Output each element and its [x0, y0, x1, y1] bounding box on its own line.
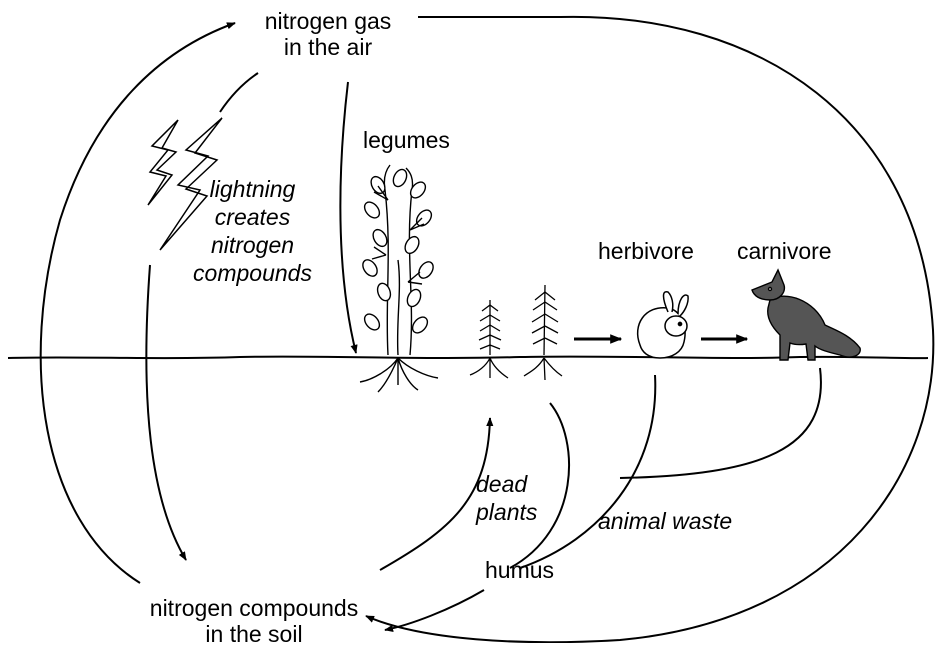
- humus-label: humus: [485, 557, 554, 583]
- lightning-label: lightning creates nitrogen compounds: [165, 175, 340, 287]
- grass-plant-icon: [470, 300, 508, 378]
- nitrogen-gas-line-2: in the air: [238, 34, 418, 60]
- humus-to-soil-arrow: [385, 590, 484, 630]
- soil-to-plants-arrow: [380, 418, 490, 570]
- grass-plant-icon: [524, 285, 562, 380]
- soil-line-2: in the soil: [132, 621, 376, 647]
- fox-icon: [752, 270, 860, 360]
- herbivore-waste-line: [520, 375, 655, 568]
- herbivore-label: herbivore: [598, 238, 694, 264]
- gas-to-lightning-line: [220, 73, 258, 112]
- lightning-line-1: lightning: [165, 175, 340, 203]
- gas-to-legumes-arrow: [340, 82, 356, 353]
- nitrogen-gas-label: nitrogen gas in the air: [238, 8, 418, 60]
- animal-waste-label: animal waste: [598, 508, 732, 534]
- nitrogen-compounds-soil-label: nitrogen compounds in the soil: [132, 595, 376, 647]
- soil-to-gas-arrow: [41, 23, 235, 583]
- nitrogen-gas-line-1: nitrogen gas: [238, 8, 418, 34]
- lightning-line-3: nitrogen: [165, 231, 340, 259]
- soil-line-1: nitrogen compounds: [132, 595, 376, 621]
- lightning-to-soil-arrow: [146, 265, 186, 560]
- rabbit-icon: [638, 292, 688, 358]
- lightning-line-2: creates: [165, 203, 340, 231]
- lightning-line-4: compounds: [165, 259, 340, 287]
- carnivore-waste-line: [620, 368, 821, 478]
- dead-plants-line-2: plants: [476, 498, 537, 526]
- dead-plants-label: dead plants: [476, 470, 537, 526]
- legumes-label: legumes: [363, 127, 450, 153]
- dead-plants-line-1: dead: [476, 470, 537, 498]
- carnivore-label: carnivore: [737, 238, 832, 264]
